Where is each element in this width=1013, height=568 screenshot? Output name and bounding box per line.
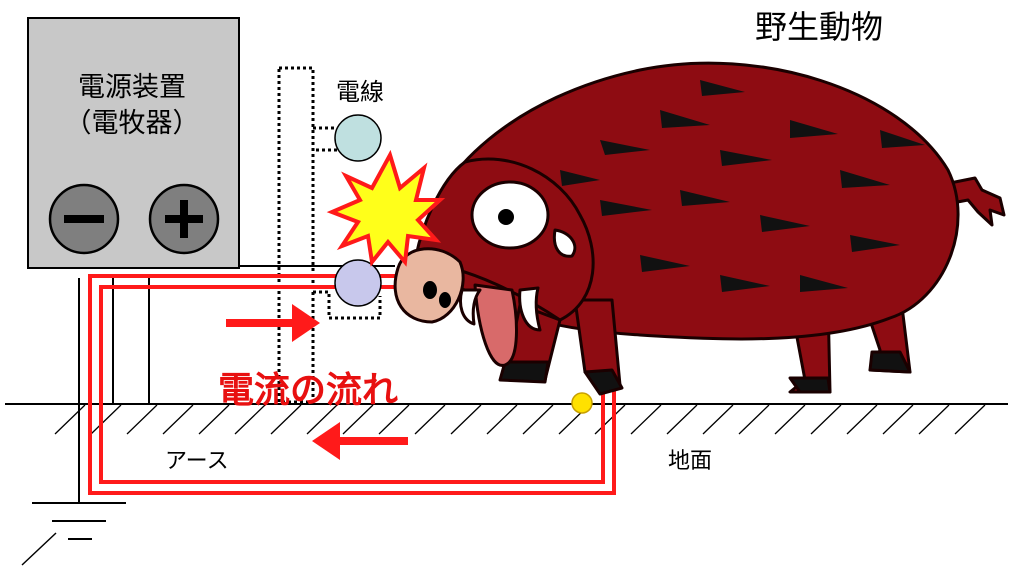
ground-hatch-line (738, 404, 770, 435)
ground-hatch-line (954, 404, 986, 435)
contact-point (571, 392, 593, 414)
current-flow-label: 電流の流れ (218, 370, 399, 411)
ground-hatch-line (846, 404, 878, 435)
ground-label: 地面 (668, 449, 713, 474)
ground-hatch-line (774, 404, 806, 435)
upper-wire-insulator (334, 114, 382, 162)
minus-terminal-icon (48, 183, 120, 255)
ground-hatch-line (486, 404, 518, 435)
power-supply-label-line2: （電牧器） (64, 108, 200, 139)
plus-terminal-icon (148, 183, 220, 255)
arrow-left-icon (312, 422, 408, 460)
ground (5, 403, 1008, 435)
ground-hatch-line (90, 404, 122, 435)
ground-hatch-line (162, 404, 194, 435)
ground-hatch-line (522, 404, 554, 435)
earth-label: アース (165, 449, 229, 474)
power-supply-label-line1: 電源装置 (78, 72, 186, 103)
ground-hatch-line (702, 404, 734, 435)
ground-symbol-icon (21, 278, 126, 566)
device-leads (112, 278, 150, 404)
ground-hatch-line (630, 404, 662, 435)
ground-hatch-line (666, 404, 698, 435)
ground-hatch-line (54, 404, 86, 435)
ground-hatch-line (306, 404, 338, 435)
ground-hatch-line (342, 404, 374, 435)
ground-hatch-line (126, 404, 158, 435)
ground-hatch-line (918, 404, 950, 435)
ground-hatch-line (270, 404, 302, 435)
ground-hatch-line (198, 404, 230, 435)
power-supply-box (27, 17, 240, 269)
ground-hatch-line (810, 404, 842, 435)
ground-hatch-line (378, 404, 410, 435)
wire-label: 電線 (336, 78, 384, 106)
ground-hatch-line (450, 404, 482, 435)
ground-hatch-line (882, 404, 914, 435)
lower-wire-insulator (334, 259, 382, 307)
ground-hatch-line (234, 404, 266, 435)
spark-icon (326, 149, 446, 267)
power-supply-label: 電源装置 （電牧器） (32, 70, 232, 142)
ground-hatch-line (594, 404, 626, 435)
arrow-right-icon (226, 304, 320, 342)
animal-label: 野生動物 (755, 8, 884, 46)
ground-hatch-line (414, 404, 446, 435)
boar-illustration (393, 61, 1006, 396)
